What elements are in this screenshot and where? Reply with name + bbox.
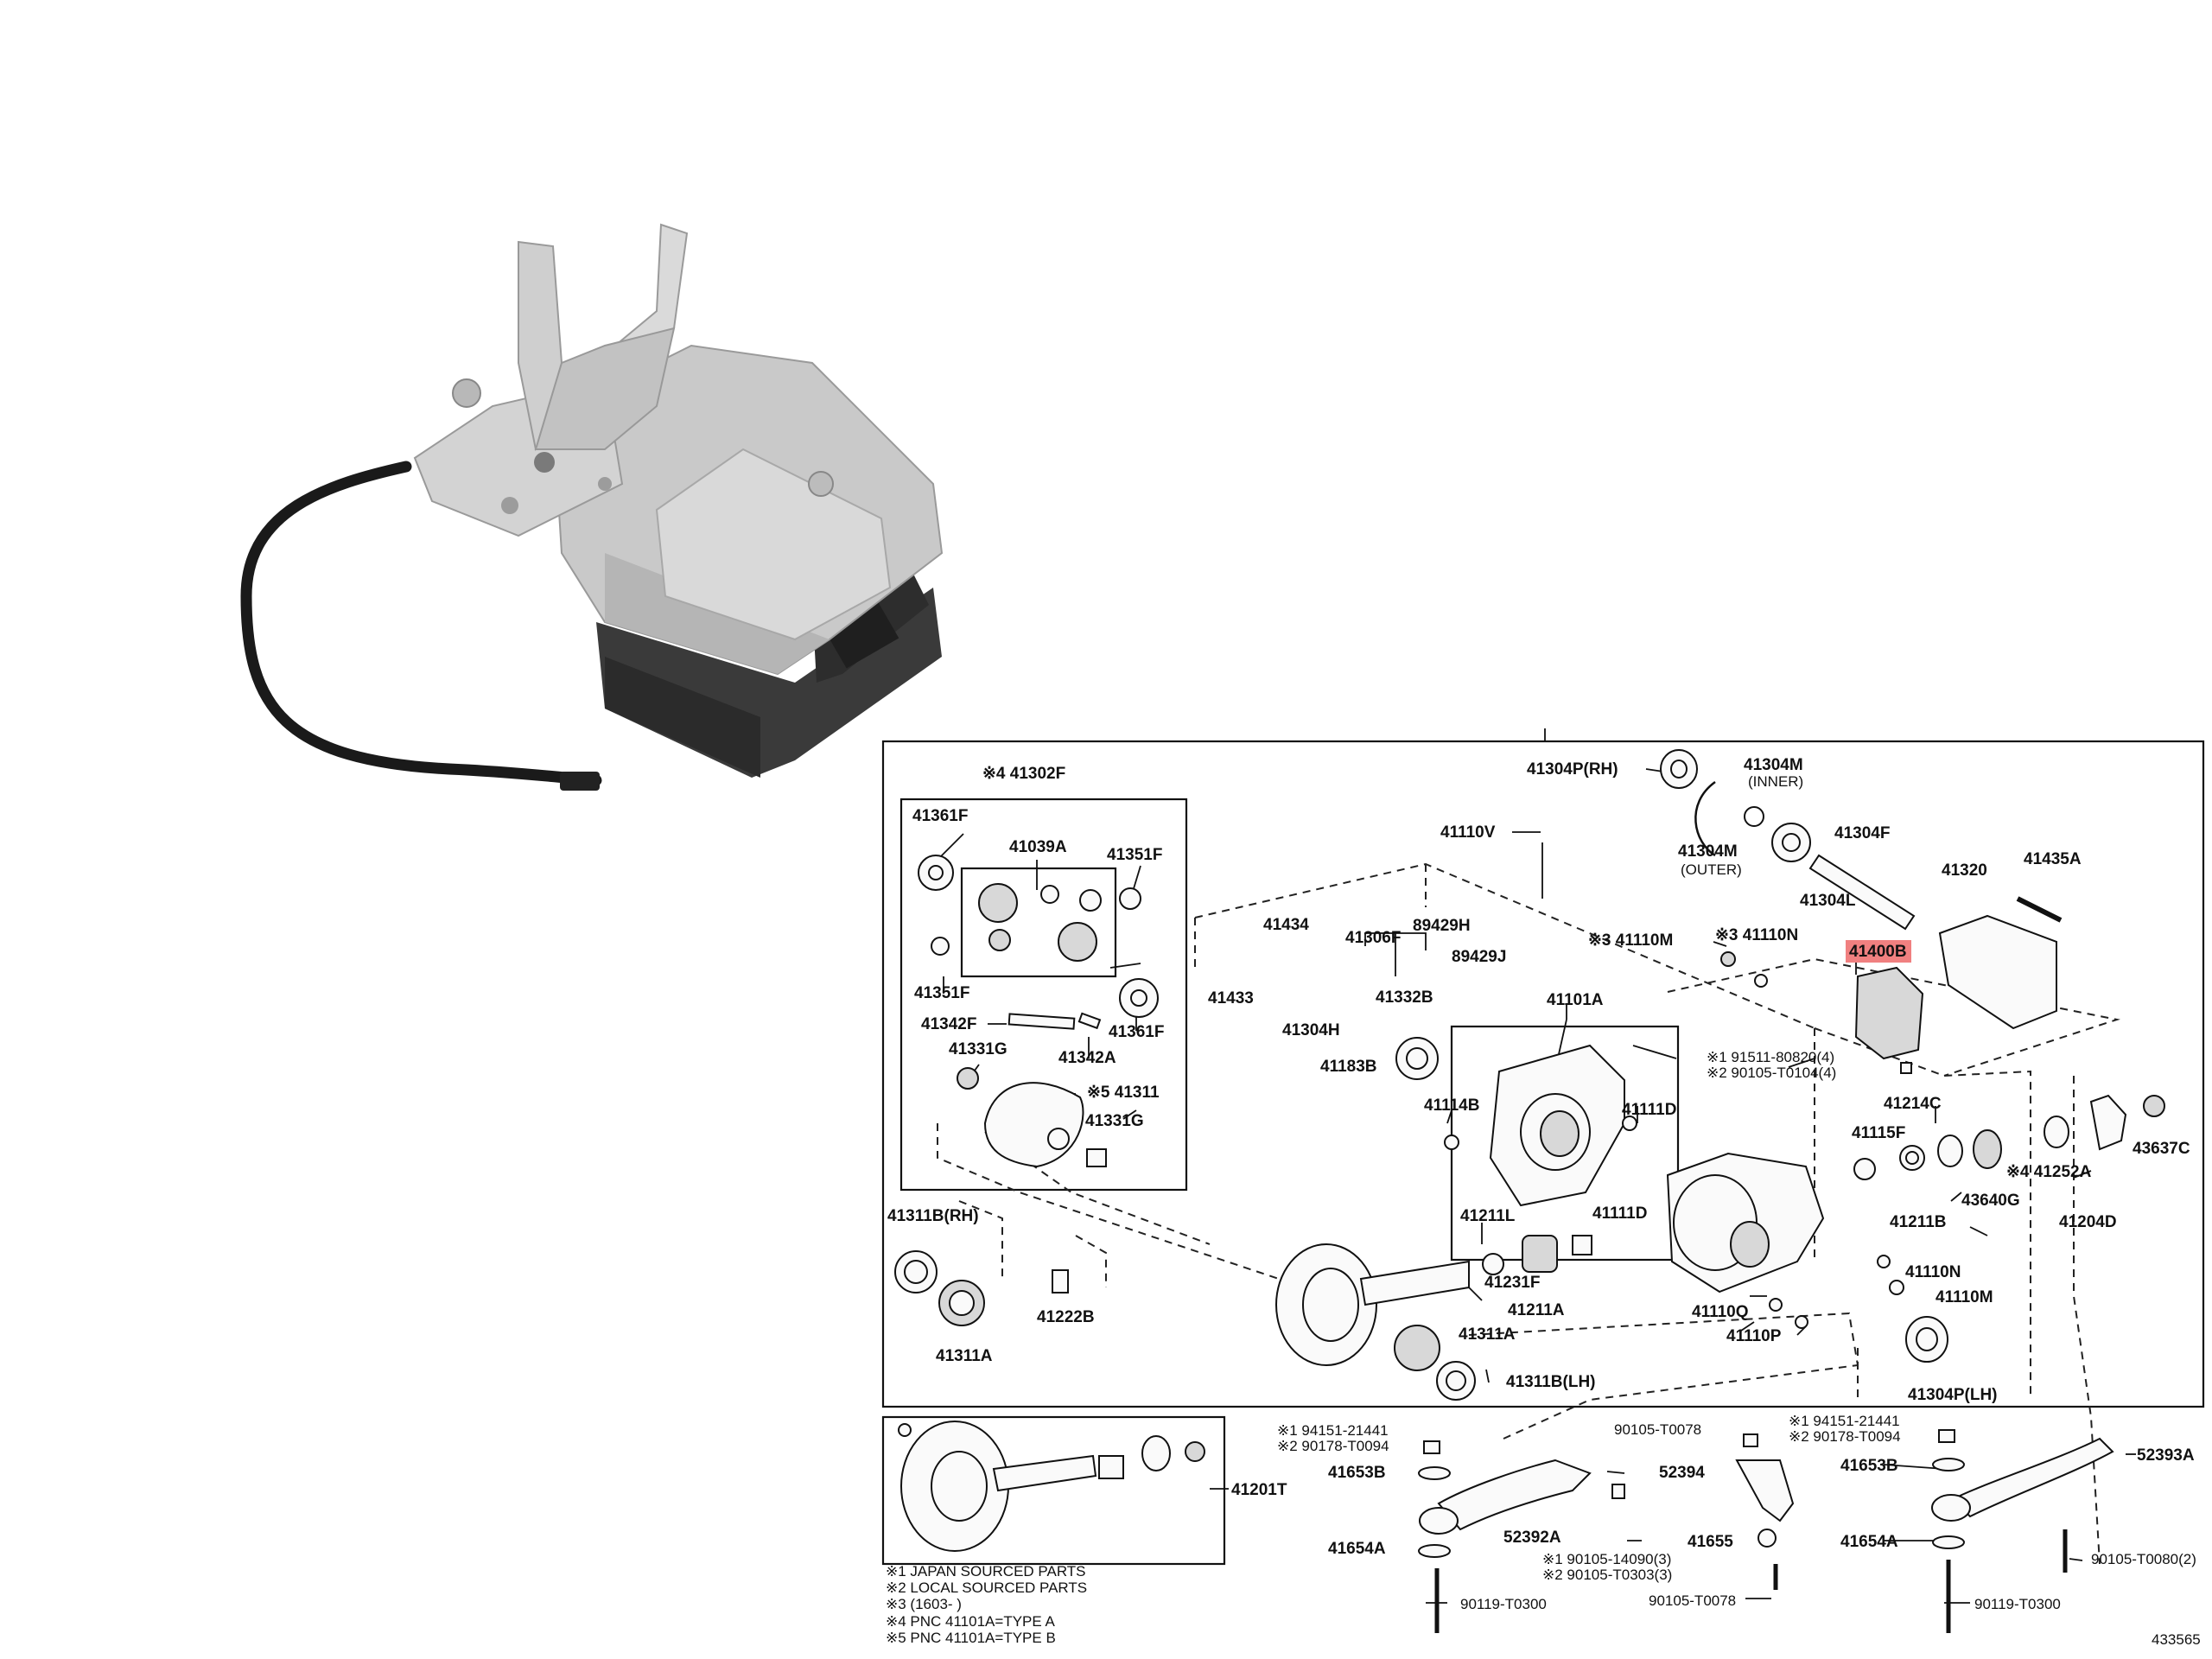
label-90178-a: ※2 90178-T0094 — [1277, 1438, 1389, 1454]
label-43640G: 43640G — [1961, 1192, 2020, 1210]
label-41653B-right: 41653B — [1840, 1457, 1898, 1475]
label-41110N-3: ※3 41110N — [1715, 926, 1798, 944]
label-90105-T0078-top: 90105-T0078 — [1614, 1421, 1701, 1438]
label-41361F-top: 41361F — [912, 807, 968, 825]
label-41304M-outer: 41304M — [1678, 842, 1738, 861]
label-41320: 41320 — [1942, 861, 1987, 880]
label-41653B-left: 41653B — [1328, 1464, 1386, 1482]
label-41231F: 41231F — [1484, 1274, 1540, 1292]
label-41311: ※5 41311 — [1087, 1084, 1160, 1102]
label-52394: 52394 — [1659, 1464, 1705, 1482]
label-90178-b: ※2 90178-T0094 — [1789, 1428, 1901, 1445]
note-2: ※2 LOCAL SOURCED PARTS — [886, 1580, 1087, 1596]
note-3: ※3 (1603- ) — [886, 1596, 962, 1612]
label-90119-left: 90119-T0300 — [1460, 1596, 1547, 1612]
label-89429H: 89429H — [1413, 917, 1471, 935]
label-41110M: 41110M — [1936, 1288, 1993, 1306]
label-41211L: 41211L — [1460, 1207, 1516, 1225]
label-41111D-top: 41111D — [1622, 1101, 1676, 1119]
label-94151-a: ※1 94151-21441 — [1277, 1422, 1389, 1439]
label-41311A-left: 41311A — [936, 1347, 993, 1365]
label-41434: 41434 — [1263, 916, 1309, 934]
label-90105-T0303: ※2 90105-T0303(3) — [1542, 1567, 1672, 1583]
label-41332B: 41332B — [1376, 988, 1433, 1007]
note-5: ※5 PNC 41101A=TYPE B — [886, 1630, 1056, 1646]
label-41311A-mid: 41311A — [1459, 1325, 1516, 1344]
label-90105-T0104: ※2 90105-T0104(4) — [1707, 1065, 1836, 1081]
label-41110N: 41110N — [1905, 1263, 1961, 1281]
label-41331G-bottom: 41331G — [1085, 1112, 1144, 1130]
label-43637C: 43637C — [2133, 1140, 2190, 1158]
label-41351F-bottom: 41351F — [914, 984, 969, 1002]
main-diagram-frame — [881, 740, 2205, 1408]
label-41304L: 41304L — [1800, 892, 1856, 910]
label-41039A: 41039A — [1009, 838, 1067, 856]
label-41304P-LH: 41304P(LH) — [1908, 1386, 1998, 1404]
label-41252A: ※4 41252A — [2006, 1163, 2092, 1181]
label-41361F-bottom: 41361F — [1109, 1023, 1164, 1041]
label-41654A-left: 41654A — [1328, 1540, 1386, 1558]
label-41211B: 41211B — [1890, 1213, 1947, 1231]
differential-case-subframe — [899, 798, 1188, 1192]
part-41400B-highlight — [1846, 940, 1911, 963]
label-90105-14090: ※1 90105-14090(3) — [1542, 1551, 1671, 1567]
note-1: ※1 JAPAN SOURCED PARTS — [886, 1563, 1086, 1580]
label-90105-T0080: 90105-T0080(2) — [2091, 1551, 2196, 1567]
footnotes: ※1 JAPAN SOURCED PARTS ※2 LOCAL SOURCED … — [886, 1563, 1087, 1646]
label-41204D: 41204D — [2059, 1213, 2117, 1231]
label-52392A: 52392A — [1503, 1529, 1561, 1547]
label-41110Q: 41110Q — [1692, 1303, 1749, 1321]
label-41222B: 41222B — [1037, 1308, 1095, 1326]
label-41304F: 41304F — [1834, 824, 1890, 842]
label-41214C: 41214C — [1884, 1095, 1942, 1113]
label-41654A-right: 41654A — [1840, 1533, 1898, 1551]
ring-pinion-kit-frame — [881, 1415, 1226, 1566]
label-41331G-top: 41331G — [949, 1040, 1007, 1058]
pinion-gear-set-subframe — [960, 867, 1117, 978]
label-41342A: 41342A — [1058, 1049, 1116, 1067]
diagram-id: 433565 — [2152, 1631, 2201, 1648]
label-41306F: 41306F — [1345, 929, 1401, 947]
label-41111D-bottom: 41111D — [1592, 1205, 1647, 1223]
part-sketches — [894, 749, 2165, 1633]
label-41311B-LH: 41311B(LH) — [1506, 1373, 1596, 1391]
part-labels: 41304P(RH) 41304M (INNER) 41304M (OUTER)… — [887, 756, 2201, 1648]
label-41115F: 41115F — [1852, 1124, 1905, 1142]
label-41110P: 41110P — [1726, 1327, 1782, 1345]
label-41304P-RH: 41304P(RH) — [1527, 760, 1618, 779]
label-inner: (INNER) — [1748, 773, 1803, 790]
label-41101A: 41101A — [1547, 991, 1604, 1009]
label-41114B: 41114B — [1424, 1096, 1479, 1115]
actuator-photo — [240, 223, 944, 791]
label-41110V: 41110V — [1440, 823, 1496, 842]
label-41110M-3: ※3 41110M — [1588, 931, 1673, 950]
label-91511: ※1 91511-80820(4) — [1707, 1049, 1834, 1065]
label-41435A: 41435A — [2024, 850, 2082, 868]
label-41311B-RH: 41311B(RH) — [887, 1207, 979, 1225]
label-41201T: 41201T — [1231, 1481, 1287, 1499]
label-41302F: ※4 41302F — [982, 765, 1065, 783]
label-41304H: 41304H — [1282, 1021, 1340, 1039]
label-41433: 41433 — [1208, 989, 1254, 1007]
label-41342F: 41342F — [921, 1015, 976, 1033]
label-41211A: 41211A — [1508, 1301, 1565, 1319]
label-94151-b: ※1 94151-21441 — [1789, 1413, 1900, 1429]
label-89429J: 89429J — [1452, 948, 1506, 966]
label-41183B: 41183B — [1320, 1058, 1377, 1076]
label-90105-T0078-bottom: 90105-T0078 — [1649, 1592, 1736, 1609]
label-52393A: 52393A — [2137, 1446, 2195, 1465]
label-90119-right: 90119-T0300 — [1974, 1596, 2061, 1612]
label-41351F-top: 41351F — [1107, 846, 1162, 864]
actuator-41400B-sketch — [1854, 966, 1924, 1060]
label-outer: (OUTER) — [1681, 861, 1742, 878]
label-41304M-inner: 41304M — [1744, 756, 1803, 774]
label-41400B: 41400B — [1849, 943, 1907, 961]
note-4: ※4 PNC 41101A=TYPE A — [886, 1613, 1056, 1630]
label-41655: 41655 — [1688, 1533, 1733, 1551]
